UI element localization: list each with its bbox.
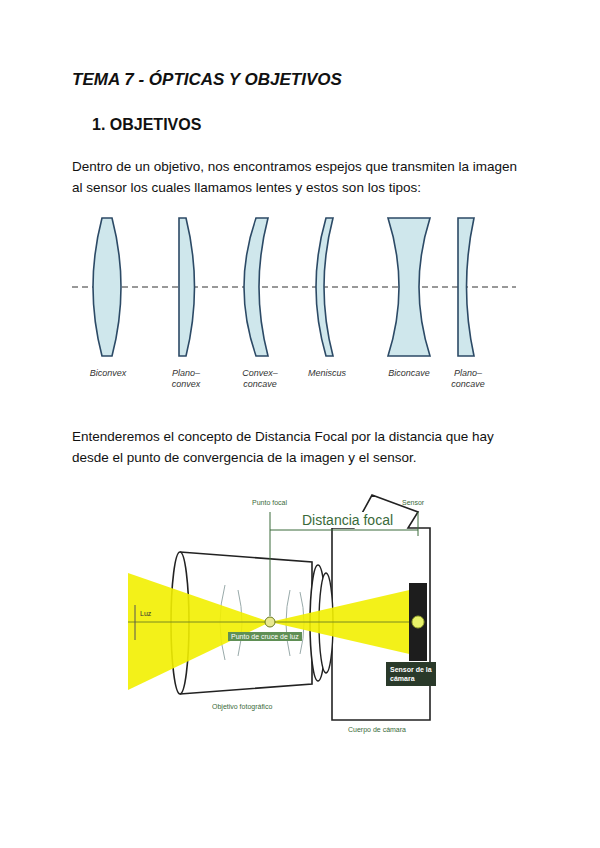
diagram-label: Objetivo fotográfico bbox=[212, 703, 272, 710]
node-text: Sensor de la cámara bbox=[390, 665, 432, 683]
sensor-tick bbox=[418, 512, 419, 536]
diagram-label: Punto focal bbox=[252, 499, 287, 506]
focal-bracket bbox=[270, 530, 418, 531]
section-heading: 1. OBJETIVOS bbox=[92, 116, 201, 134]
sensor-bar bbox=[409, 583, 427, 661]
plano-concave-lens bbox=[458, 218, 474, 356]
lens-label: Convex– concave bbox=[236, 368, 284, 390]
diagram-label: Luz bbox=[140, 610, 151, 617]
diagram-label: Distancia focal bbox=[300, 512, 395, 528]
paragraph: Dentro de un objetivo, nos encontramos e… bbox=[72, 156, 528, 198]
focal-leader bbox=[270, 512, 271, 616]
lens-label: Plano– concave bbox=[446, 368, 490, 390]
lens-label: Meniscus bbox=[300, 368, 354, 379]
sensor-label-box: Sensor de la cámara bbox=[386, 662, 436, 686]
lens-label: Biconcave bbox=[382, 368, 436, 379]
optical-axis bbox=[72, 287, 516, 288]
paragraph: Entenderemos el concepto de Distancia Fo… bbox=[72, 426, 528, 468]
plano-convex-lens bbox=[179, 218, 195, 356]
biconcave-lens bbox=[388, 218, 430, 356]
focal-point bbox=[265, 617, 275, 627]
diagram-label: Cuerpo de cámara bbox=[348, 726, 406, 733]
biconvex-lens bbox=[93, 218, 121, 356]
lens-label: Plano– convex bbox=[164, 368, 208, 390]
convex-concave-lens bbox=[244, 218, 268, 356]
sensor-spot bbox=[412, 616, 424, 628]
meniscus-lens bbox=[316, 218, 333, 356]
diagram-label: Sensor bbox=[402, 499, 424, 506]
lens-label: Biconvex bbox=[84, 368, 132, 379]
light-tick bbox=[135, 605, 136, 640]
page-title: TEMA 7 - ÓPTICAS Y OBJETIVOS bbox=[72, 70, 342, 90]
diagram-label: Punto de cruce de luz bbox=[228, 632, 302, 641]
